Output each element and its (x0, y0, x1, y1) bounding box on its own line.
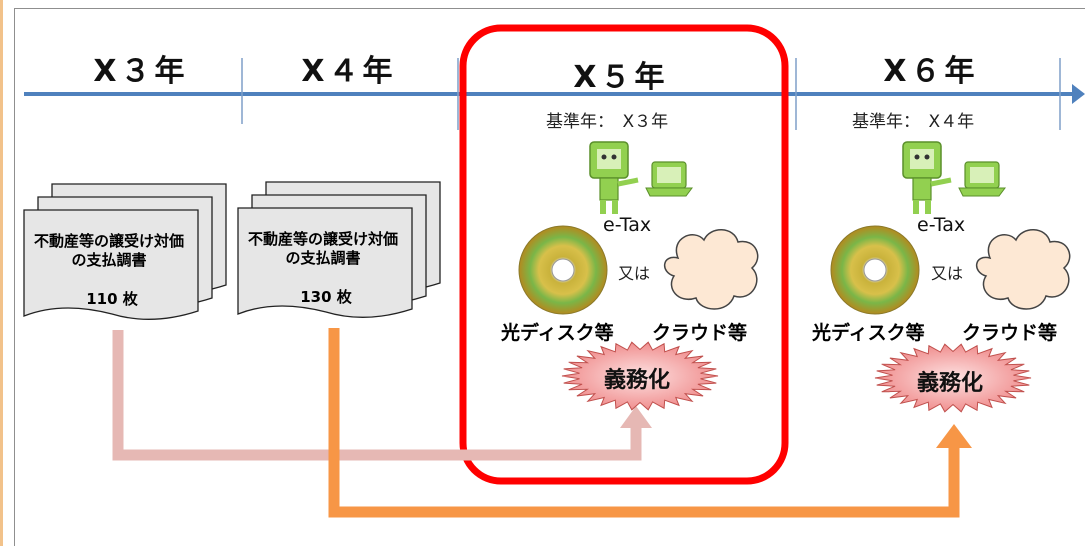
arrow-to-x6 (328, 328, 972, 518)
cloud-label: クラウド等 (652, 322, 748, 344)
etax-label: e-Tax (603, 214, 652, 236)
cloud-icon (976, 229, 1071, 310)
mandatory-burst-icon (874, 343, 1032, 413)
optical-disc-label: 光ディスク等 (812, 322, 925, 344)
document-stack-130 (237, 181, 441, 318)
arrow-to-x5 (112, 330, 652, 461)
year-label-x5: X５年 (573, 60, 669, 95)
document-title-110: 不動産等の譲受け対価の支払調書 (34, 232, 185, 269)
diagram-frame (14, 8, 1085, 546)
etax-mascot-icon (589, 141, 693, 214)
document-title-130: 不動産等の譲受け対価の支払調書 (248, 230, 399, 267)
year-label-x4: X４年 (301, 54, 397, 89)
mandatory-label: 義務化 (917, 371, 984, 396)
etax-mascot-icon (902, 141, 1006, 214)
year-label-x6: X６年 (883, 54, 979, 89)
base-year-x5: 基準年： X３年 (546, 112, 669, 132)
document-count-110: 110 枚 (86, 290, 138, 308)
document-stack-110 (23, 183, 227, 320)
optical-disc-icon (830, 225, 920, 315)
x5-highlight-box (459, 24, 789, 485)
optical-disc-label: 光ディスク等 (501, 322, 614, 344)
timeline-axis (24, 58, 1085, 130)
document-count-130: 130 枚 (300, 288, 352, 306)
cloud-label: クラウド等 (962, 322, 1058, 344)
year-label-x3: X３年 (93, 54, 189, 89)
base-year-x6: 基準年： X４年 (852, 112, 975, 132)
optical-disc-icon (518, 225, 608, 315)
cloud-icon (664, 229, 759, 310)
etax-label: e-Tax (917, 214, 966, 236)
or-label: 又は (618, 264, 651, 283)
or-label: 又は (931, 264, 964, 283)
mandatory-burst-icon (561, 341, 719, 411)
left-accent-bar (0, 0, 3, 546)
mandatory-label: 義務化 (604, 368, 671, 393)
